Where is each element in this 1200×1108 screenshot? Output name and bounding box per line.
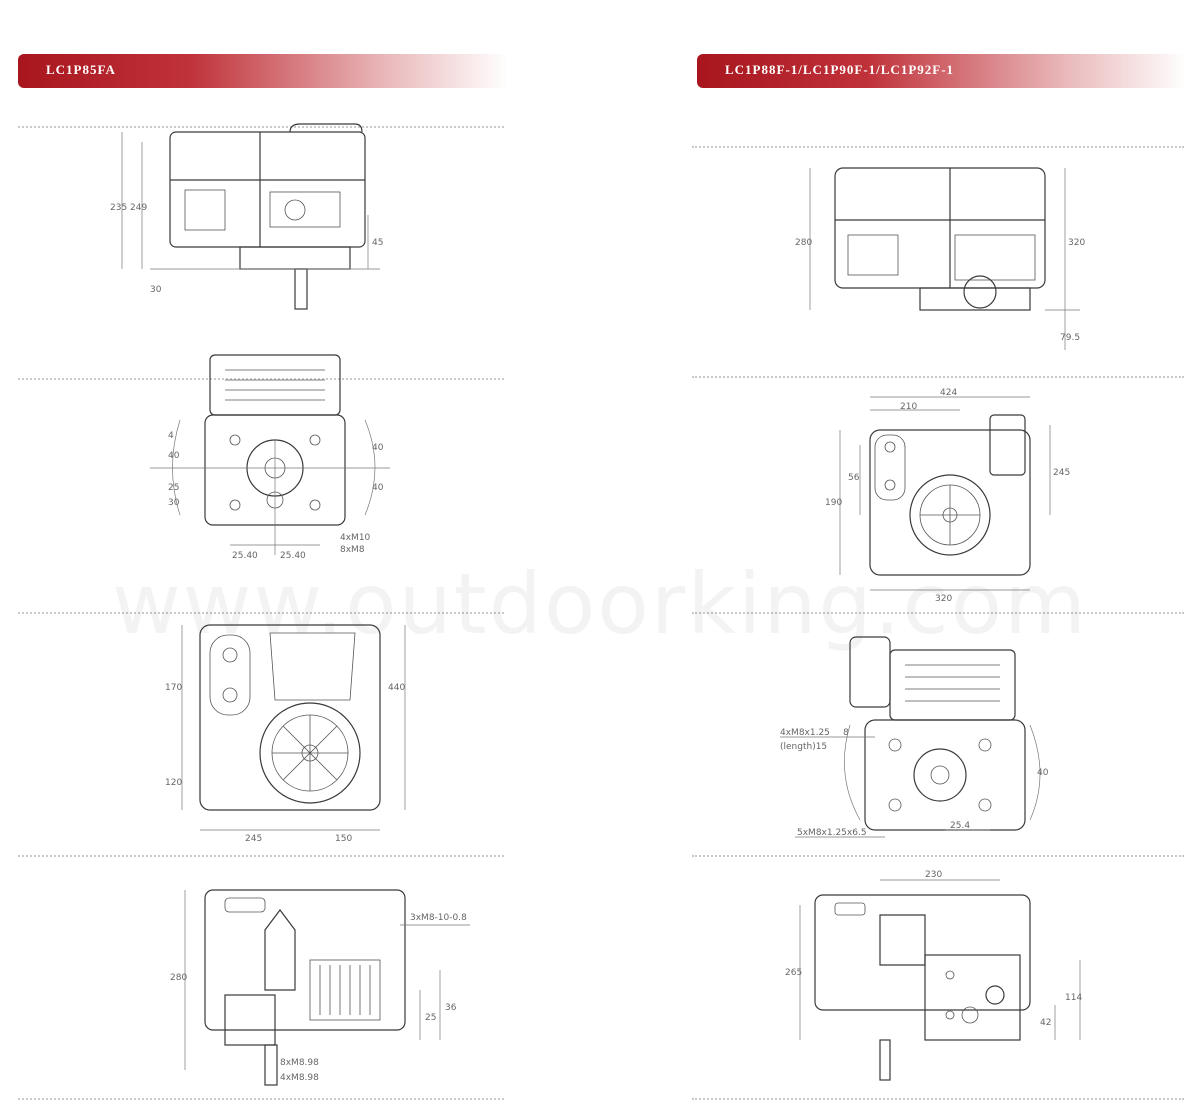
left-divider-1 <box>18 126 504 128</box>
right-divider-5 <box>692 1098 1184 1100</box>
left-engine-front-view: 170 120 440 245 150 <box>160 605 420 845</box>
dim-label: 114 <box>1065 993 1082 1003</box>
dim-label: 3xM8-10-0.8 <box>410 913 467 923</box>
dim-label: 25 <box>425 1013 436 1023</box>
left-model-title: LC1P85FA <box>46 62 116 77</box>
dim-label: 424 <box>940 388 957 398</box>
left-divider-4 <box>18 855 504 857</box>
dim-label: 25.40 <box>232 551 258 561</box>
dim-label: 440 <box>388 683 405 693</box>
right-model-title: LC1P88F-1/LC1P90F-1/LC1P92F-1 <box>725 62 955 77</box>
dim-label: 8xM8 <box>340 545 365 555</box>
dim-label: 280 <box>795 238 812 248</box>
dim-label: 190 <box>825 498 842 508</box>
dim-label: 30 <box>168 498 180 508</box>
right-engine-front-view: 424 210 56 190 245 320 <box>820 385 1070 605</box>
left-divider-3 <box>18 612 504 614</box>
left-model-header: LC1P85FA <box>18 54 508 88</box>
dim-label: 230 <box>925 870 942 880</box>
dim-label: 25.40 <box>280 551 306 561</box>
dim-label: 8 <box>843 728 849 738</box>
dim-label: 280 <box>170 973 187 983</box>
right-model-header: LC1P88F-1/LC1P90F-1/LC1P92F-1 <box>697 54 1187 88</box>
right-engine-bottom-view: 4xM8x1.25 (length)15 5xM8x1.25x6.5 25.4 … <box>775 625 1075 850</box>
dim-label: 40 <box>372 443 384 453</box>
dim-label: 40 <box>372 483 384 493</box>
right-engine-side-view: 280 320 79.5 <box>790 150 1090 365</box>
dim-label: 5xM8x1.25x6.5 <box>797 828 867 838</box>
left-engine-bottom-view: 4 40 25 30 40 40 25.40 25.40 4xM10 8xM8 <box>140 340 400 570</box>
dim-label: 36 <box>445 1003 457 1013</box>
dim-label: 120 <box>165 778 182 788</box>
dim-label: 40 <box>168 451 180 461</box>
dim-label: 265 <box>785 968 802 978</box>
dim-label: 235 <box>110 203 127 213</box>
dim-label: 150 <box>335 834 352 844</box>
dim-label: 4xM8x1.25 <box>780 728 830 738</box>
dim-label: 79.5 <box>1060 333 1080 343</box>
dim-label: 245 <box>245 834 262 844</box>
dim-label: 30 <box>150 285 162 295</box>
dim-label: 4xM8.98 <box>280 1073 319 1083</box>
dim-label: 45 <box>372 238 383 248</box>
right-divider-2 <box>692 376 1184 378</box>
right-engine-rear-view: 230 265 114 42 <box>785 865 1095 1090</box>
dim-label: 210 <box>900 402 917 412</box>
right-divider-4 <box>692 855 1184 857</box>
left-engine-rear-view: 280 3xM8-10-0.8 25 36 8xM8.98 4xM8.98 <box>170 870 490 1100</box>
dim-label: 320 <box>935 594 952 604</box>
right-divider-1 <box>692 146 1184 148</box>
dim-label: 8xM8.98 <box>280 1058 319 1068</box>
dim-label: 249 <box>130 203 147 213</box>
dim-label: 245 <box>1053 468 1070 478</box>
left-divider-2 <box>18 378 504 380</box>
dim-label: 56 <box>848 473 860 483</box>
dim-label: 170 <box>165 683 182 693</box>
dim-label: 4xM10 <box>340 533 371 543</box>
right-divider-3 <box>692 612 1184 614</box>
dim-label: 320 <box>1068 238 1085 248</box>
left-engine-side-view: 235 249 45 30 <box>110 120 400 320</box>
dim-label: 25.4 <box>950 821 970 831</box>
left-divider-5 <box>18 1098 504 1100</box>
dim-label: 4 <box>168 431 174 441</box>
watermark: www.outdoorking.com <box>40 555 1160 653</box>
dim-label: 42 <box>1040 1018 1051 1028</box>
dim-label: 25 <box>168 483 179 493</box>
dim-label: (length)15 <box>780 742 827 752</box>
dim-label: 40 <box>1037 768 1049 778</box>
